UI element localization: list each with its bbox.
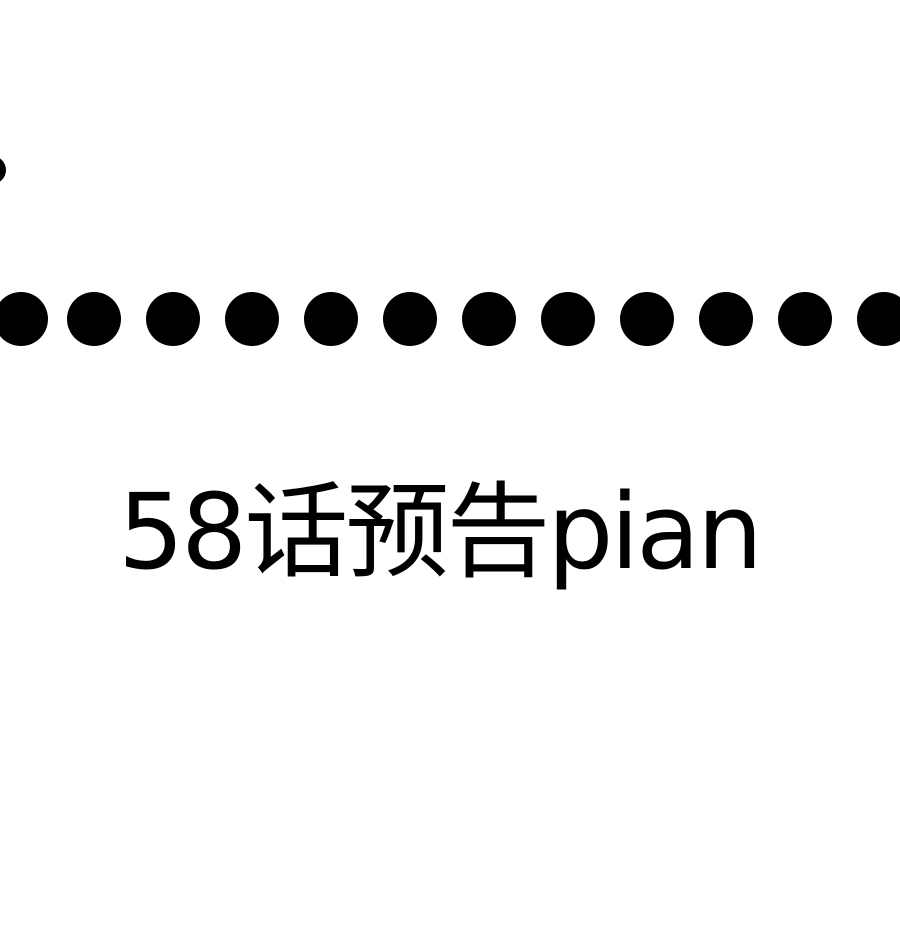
divider-dot: [0, 292, 48, 346]
divider-dot: [304, 292, 358, 346]
dot-divider: [0, 292, 900, 346]
divider-dot: [699, 292, 753, 346]
preview-title: 58话预告pian: [118, 471, 763, 593]
divider-dot: [225, 292, 279, 346]
divider-dot: [857, 292, 900, 346]
divider-dot: [67, 292, 121, 346]
divider-dot: [541, 292, 595, 346]
divider-dot: [778, 292, 832, 346]
divider-dot: [620, 292, 674, 346]
divider-dot: [462, 292, 516, 346]
divider-dot: [146, 292, 200, 346]
edge-dot-mark: [0, 156, 6, 184]
divider-dot: [383, 292, 437, 346]
